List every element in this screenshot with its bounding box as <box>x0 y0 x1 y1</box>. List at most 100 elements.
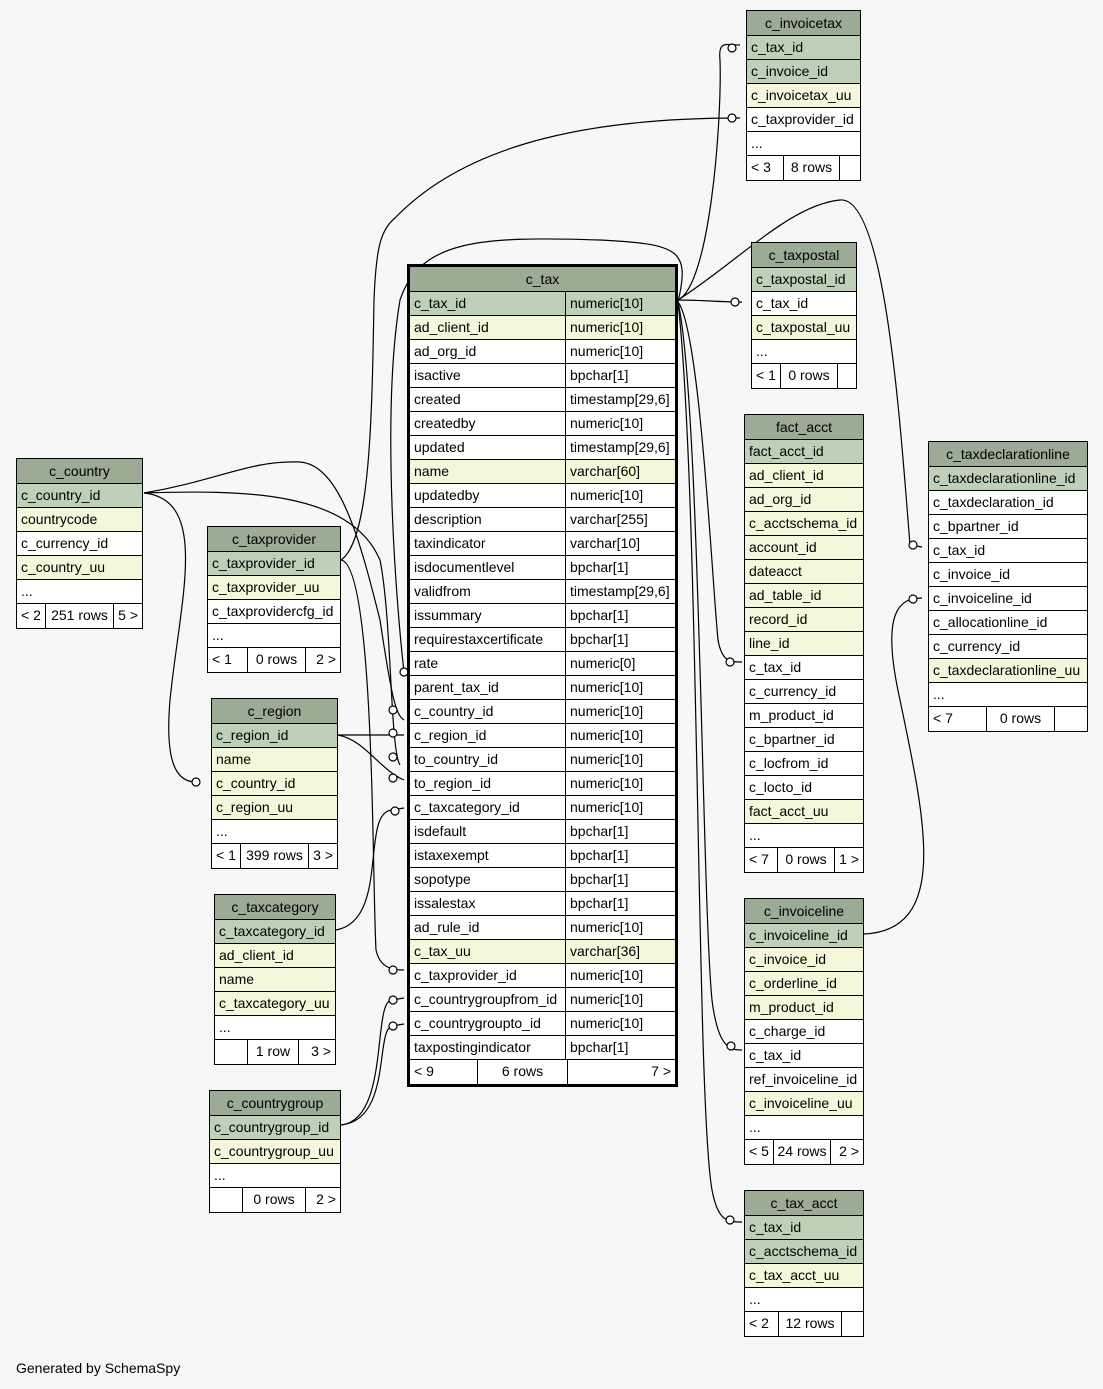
column-row[interactable]: c_taxprovider_id <box>208 552 340 576</box>
column-row[interactable]: c_tax_id <box>752 292 856 316</box>
table-title[interactable]: fact_acct <box>745 415 863 440</box>
column-row[interactable]: c_tax_id <box>929 539 1087 563</box>
column-row[interactable]: ... <box>17 580 142 604</box>
column-row[interactable]: c_invoicetax_uu <box>747 84 860 108</box>
column-row[interactable]: account_id <box>745 536 863 560</box>
column-row[interactable]: ... <box>752 340 856 364</box>
table-title[interactable]: c_taxdeclarationline <box>929 442 1087 467</box>
column-row[interactable]: c_currency_id <box>745 680 863 704</box>
column-row[interactable]: c_country_id <box>212 772 337 796</box>
children-count[interactable]: 3 > <box>313 847 333 863</box>
column-row[interactable]: ... <box>745 1116 863 1140</box>
table-title[interactable]: c_taxpostal <box>752 243 856 268</box>
parents-count[interactable]: < 1 <box>212 844 241 868</box>
column-row[interactable]: c_taxcategory_id <box>215 920 335 944</box>
column-row[interactable]: ... <box>215 1016 335 1040</box>
column-row[interactable]: m_product_id <box>745 704 863 728</box>
children-count[interactable]: 7 > <box>651 1063 671 1079</box>
children-count[interactable]: 2 > <box>316 1191 336 1207</box>
children-count[interactable] <box>842 1312 863 1336</box>
column-row[interactable]: ad_client_id <box>215 944 335 968</box>
column-row[interactable]: c_currency_id <box>929 635 1087 659</box>
parents-count[interactable]: < 7 <box>745 848 778 872</box>
column-row[interactable]: c_tax_id <box>745 1044 863 1068</box>
children-count[interactable]: 5 > <box>118 607 138 623</box>
column-row[interactable]: c_locto_id <box>745 776 863 800</box>
column-row[interactable]: ad_client_id <box>745 464 863 488</box>
children-count[interactable] <box>1055 707 1087 731</box>
column-row[interactable]: c_locfrom_id <box>745 752 863 776</box>
column-row[interactable]: c_acctschema_id <box>745 512 863 536</box>
table-title[interactable]: c_invoicetax <box>747 11 860 36</box>
table-title[interactable]: c_countrygroup <box>210 1091 340 1116</box>
parents-count[interactable]: < 1 <box>752 364 781 388</box>
column-row[interactable]: ... <box>745 1288 863 1312</box>
column-row[interactable]: c_tax_id <box>745 656 863 680</box>
parents-count[interactable]: < 3 <box>747 156 784 180</box>
parents-count[interactable]: < 2 <box>17 604 46 628</box>
column-row[interactable]: ... <box>747 132 860 156</box>
column-row[interactable]: c_country_id <box>17 484 142 508</box>
column-row[interactable]: fact_acct_uu <box>745 800 863 824</box>
column-row[interactable]: dateacct <box>745 560 863 584</box>
column-row[interactable]: c_bpartner_id <box>745 728 863 752</box>
column-row[interactable]: c_taxpostal_uu <box>752 316 856 340</box>
column-row[interactable]: ... <box>745 824 863 848</box>
column-row[interactable]: c_taxdeclarationline_id <box>929 467 1087 491</box>
column-row[interactable]: c_region_id <box>212 724 337 748</box>
column-row[interactable]: record_id <box>745 608 863 632</box>
column-row[interactable]: c_taxpostal_id <box>752 268 856 292</box>
column-row[interactable]: c_currency_id <box>17 532 142 556</box>
table-title[interactable]: c_taxprovider <box>208 527 340 552</box>
column-row[interactable]: name <box>212 748 337 772</box>
children-count[interactable] <box>840 156 860 180</box>
column-row[interactable]: c_invoiceline_id <box>745 924 863 948</box>
column-row[interactable]: c_countrygroup_uu <box>210 1140 340 1164</box>
table-title[interactable]: c_region <box>212 699 337 724</box>
column-row[interactable]: line_id <box>745 632 863 656</box>
table-title[interactable]: c_invoiceline <box>745 899 863 924</box>
children-count[interactable]: 3 > <box>311 1043 331 1059</box>
column-row[interactable]: m_product_id <box>745 996 863 1020</box>
column-row[interactable]: c_invoice_id <box>929 563 1087 587</box>
table-title[interactable]: c_tax <box>410 267 675 292</box>
column-row[interactable]: c_allocationline_id <box>929 611 1087 635</box>
children-count[interactable] <box>838 364 856 388</box>
column-row[interactable]: countrycode <box>17 508 142 532</box>
column-row[interactable]: c_tax_acct_uu <box>745 1264 863 1288</box>
parents-count[interactable] <box>215 1040 248 1064</box>
column-row[interactable]: ... <box>208 624 340 648</box>
column-row[interactable]: c_invoiceline_id <box>929 587 1087 611</box>
column-row[interactable]: ... <box>212 820 337 844</box>
column-row[interactable]: c_taxdeclaration_id <box>929 491 1087 515</box>
